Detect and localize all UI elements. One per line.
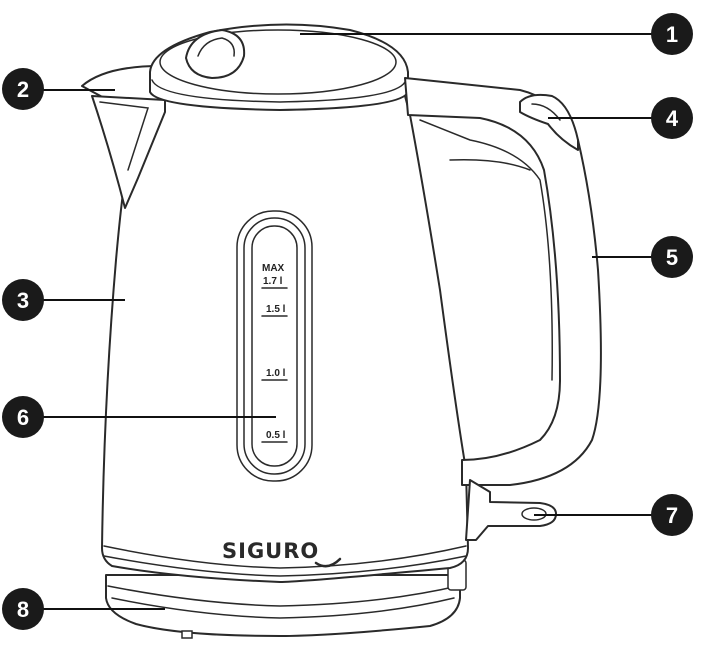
lid bbox=[149, 23, 409, 111]
callout-number-4: 4 bbox=[666, 106, 679, 131]
spout bbox=[81, 65, 166, 209]
callout-number-2: 2 bbox=[17, 77, 29, 102]
water-gauge: MAX 1.7 l 1.5 l 1.0 l 0.5 l bbox=[236, 210, 313, 482]
callout-3: 3 bbox=[2, 279, 44, 321]
gauge-mark-1-7: 1.7 l bbox=[263, 276, 283, 287]
callout-2: 2 bbox=[2, 68, 44, 110]
callout-number-1: 1 bbox=[666, 22, 678, 47]
gauge-max-label: MAX bbox=[262, 263, 285, 274]
callout-5: 5 bbox=[651, 236, 693, 278]
switch bbox=[465, 479, 557, 541]
callout-8: 8 bbox=[2, 588, 44, 630]
callout-4: 4 bbox=[651, 97, 693, 139]
callout-7: 7 bbox=[651, 494, 693, 536]
callout-number-3: 3 bbox=[17, 288, 29, 313]
callout-number-7: 7 bbox=[666, 503, 678, 528]
callout-number-6: 6 bbox=[17, 405, 29, 430]
gauge-mark-1-5: 1.5 l bbox=[266, 304, 286, 315]
callout-lines bbox=[35, 33, 668, 610]
callout-6: 6 bbox=[2, 396, 44, 438]
callout-number-5: 5 bbox=[666, 245, 678, 270]
brand-text: SIGURO bbox=[222, 539, 319, 563]
gauge-mark-0-5: 0.5 l bbox=[266, 430, 286, 441]
callout-1: 1 bbox=[651, 13, 693, 55]
brand-logo: SIGURO bbox=[222, 539, 342, 568]
base bbox=[105, 559, 467, 639]
callout-number-8: 8 bbox=[17, 597, 29, 622]
gauge-mark-1-0: 1.0 l bbox=[266, 368, 286, 379]
handle bbox=[404, 77, 602, 486]
